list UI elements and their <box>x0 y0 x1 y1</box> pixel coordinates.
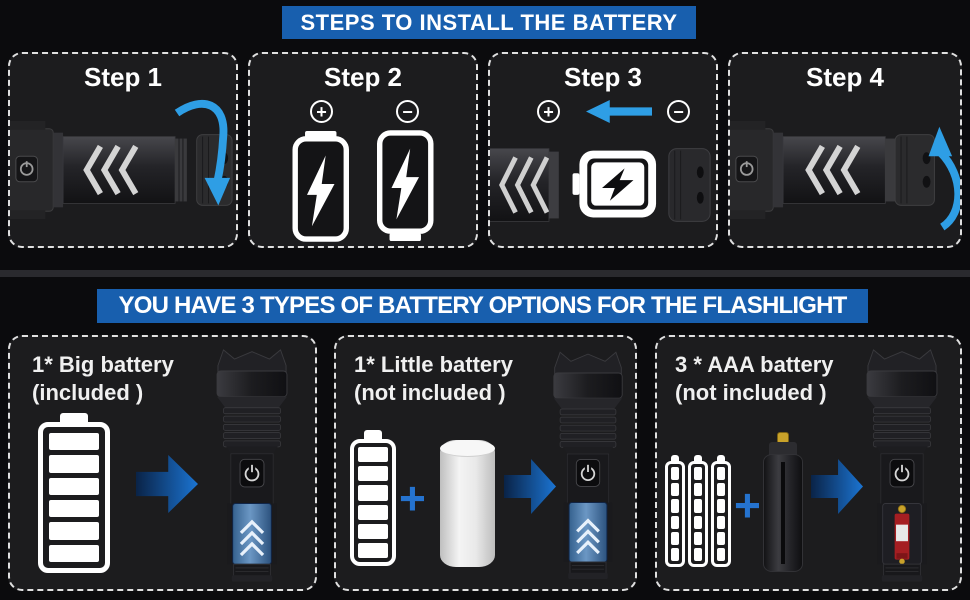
option-3-heading: 3 * AAA battery (not included ) <box>675 351 834 406</box>
battery-case <box>38 422 110 573</box>
curved-arrow-up-icon <box>928 126 960 231</box>
holder-slot <box>781 462 786 564</box>
tail-cap <box>668 148 711 222</box>
option-2-title: 1* Little battery <box>354 352 513 377</box>
aaa-battery-group-icon <box>665 455 731 567</box>
battery-icon-positive-up <box>292 130 349 242</box>
adapter-sleeve <box>440 440 495 567</box>
step-2-title: Step 2 <box>323 62 403 92</box>
barrel-chevrons <box>805 144 861 196</box>
option-2-subtitle: (not included ) <box>354 379 506 405</box>
flashlight-body-horizontal <box>10 120 187 220</box>
curved-arrow-down-icon <box>174 100 231 206</box>
little-battery-level-icon <box>350 430 396 566</box>
adapter-sleeve-top <box>440 440 495 457</box>
step-2-art-batteries <box>292 130 434 242</box>
battery-icon-horizontal <box>572 150 657 218</box>
battery-nub <box>60 413 88 422</box>
install-section-banner: STEPS TO INSTALL THE BATTERY <box>282 6 696 39</box>
step-panel-1: Step 1 <box>8 52 238 248</box>
flashlight-with-big-battery <box>206 343 298 583</box>
option-1-subtitle: (included ) <box>32 379 144 405</box>
flashlight-with-aaa-batteries <box>856 343 948 583</box>
arrow-left-icon <box>586 100 652 123</box>
aaa-battery-icon <box>665 455 685 567</box>
plus-sign: + <box>734 479 761 531</box>
big-battery-level-icon <box>38 413 110 573</box>
aaa-battery-icon <box>688 455 708 567</box>
step-4-title: Step 4 <box>805 62 885 92</box>
option-panel-big-battery: 1* Big battery (included ) <box>8 335 317 591</box>
minus-circle-icon: − <box>396 100 419 123</box>
option-1-heading: 1* Big battery (included ) <box>32 351 174 406</box>
tail-cap <box>894 134 935 206</box>
step-panel-4: Step 4 <box>728 52 962 248</box>
minus-circle-icon: − <box>667 100 690 123</box>
step-3-title: Step 3 <box>563 62 643 92</box>
battery-nub <box>364 430 382 439</box>
arrow-right-icon <box>136 455 198 513</box>
section-divider <box>0 270 970 277</box>
barrel-with-chevrons <box>490 148 559 222</box>
step-4-art-screw-tailcap <box>730 120 960 231</box>
step-3-art-insert-battery <box>490 148 711 222</box>
option-panel-aaa-battery: 3 * AAA battery (not included ) + <box>655 335 962 591</box>
option-1-title: 1* Big battery <box>32 352 174 377</box>
holder-cap <box>769 442 797 456</box>
options-section-banner: YOU HAVE 3 TYPES OF BATTERY OPTIONS FOR … <box>97 289 868 323</box>
option-3-title: 3 * AAA battery <box>675 352 834 377</box>
aaa-battery-holder <box>763 432 803 572</box>
step-panel-2: Step 2 + − <box>248 52 478 248</box>
barrel-chevrons <box>83 144 139 196</box>
battery-case <box>350 439 396 566</box>
battery-icon-negative-down <box>377 130 434 242</box>
flashlight-body-horizontal <box>730 120 896 220</box>
plus-circle-icon: + <box>310 100 333 123</box>
power-button-icon <box>15 155 39 183</box>
plus-circle-icon: + <box>537 100 560 123</box>
aaa-battery-icon <box>711 455 731 567</box>
step-panel-3: Step 3 + − <box>488 52 718 248</box>
step-1-title: Step 1 <box>83 62 163 92</box>
option-panel-little-battery: 1* Little battery (not included ) + <box>334 335 637 591</box>
step-1-art-unscrew-tailcap <box>10 100 233 220</box>
plus-sign: + <box>399 472 426 524</box>
option-2-heading: 1* Little battery (not included ) <box>354 351 513 406</box>
flashlight-with-little-battery <box>543 343 633 583</box>
option-3-subtitle: (not included ) <box>675 379 827 405</box>
power-button-icon <box>735 155 759 183</box>
